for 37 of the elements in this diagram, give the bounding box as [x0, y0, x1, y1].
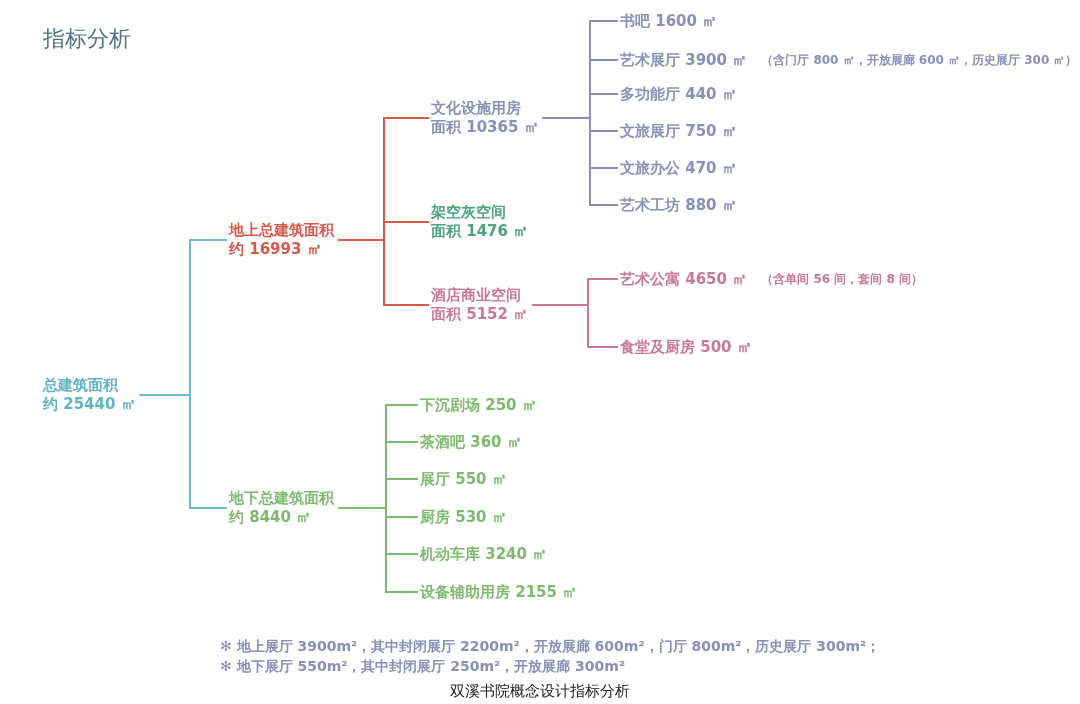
node-label: 下沉剧场 250 ㎡	[420, 395, 537, 415]
node-heading: 地下总建筑面积	[229, 489, 334, 508]
area-value: 面积 5152 ㎡	[431, 305, 529, 324]
bracket-connector	[337, 239, 430, 306]
bracket-connector	[541, 117, 619, 206]
node-label: 艺术展厅 3900 ㎡	[620, 50, 748, 70]
node-label: 文旅办公 470 ㎡	[620, 158, 737, 178]
node-label: 艺术公寓 4650 ㎡	[620, 269, 748, 289]
title: 指标分析	[43, 25, 131, 53]
footnote: ✻ 地上展厅 3900m²，其中封闭展厅 2200m²，开放展廊 600m²，门厅 800m²，历史展厅 300m²；	[220, 638, 881, 656]
area-value: 约 16993 ㎡	[229, 240, 323, 259]
area-value: 约 25440 ㎡	[43, 395, 136, 414]
bracket-connector	[531, 304, 619, 348]
node-label: 机动车库 3240 ㎡	[420, 544, 548, 564]
node-label: 多功能厅 440 ㎡	[620, 84, 737, 104]
node-label: 食堂及厨房 500 ㎡	[620, 337, 752, 357]
node-heading: 文化设施用房	[431, 99, 522, 118]
node-heading: 总建筑面积	[43, 376, 119, 395]
caption: 双溪书院概念设计指标分析	[449, 682, 631, 701]
node-label: 茶酒吧 360 ㎡	[420, 432, 522, 452]
footnote: ✻ 地下展厅 550m²，其中封闭展厅 250m²，开放展廊 300m²	[220, 658, 626, 676]
bracket-connector	[337, 507, 419, 593]
node-label: 展厅 550 ㎡	[420, 469, 507, 489]
node-heading: 酒店商业空间	[431, 286, 522, 305]
node-label: 文旅展厅 750 ㎡	[620, 121, 737, 141]
note-text: （含单间 56 间，套间 8 间）	[761, 270, 923, 288]
node-label: 艺术工坊 880 ㎡	[620, 195, 737, 215]
area-value: 面积 1476 ㎡	[431, 222, 529, 241]
node-label: 书吧 1600 ㎡	[620, 11, 718, 31]
node-label: 设备辅助用房 2155 ㎡	[420, 582, 578, 602]
node-heading: 架空灰空间	[431, 203, 507, 222]
bracket-connector	[138, 394, 228, 509]
node-heading: 地上总建筑面积	[229, 221, 334, 240]
area-value: 面积 10365 ㎡	[431, 118, 539, 137]
note-text: （含门厅 800 ㎡，开放展廊 600 ㎡，历史展厅 300 ㎡）	[761, 51, 1078, 69]
node-label: 厨房 530 ㎡	[420, 507, 507, 527]
area-value: 约 8440 ㎡	[229, 508, 313, 527]
